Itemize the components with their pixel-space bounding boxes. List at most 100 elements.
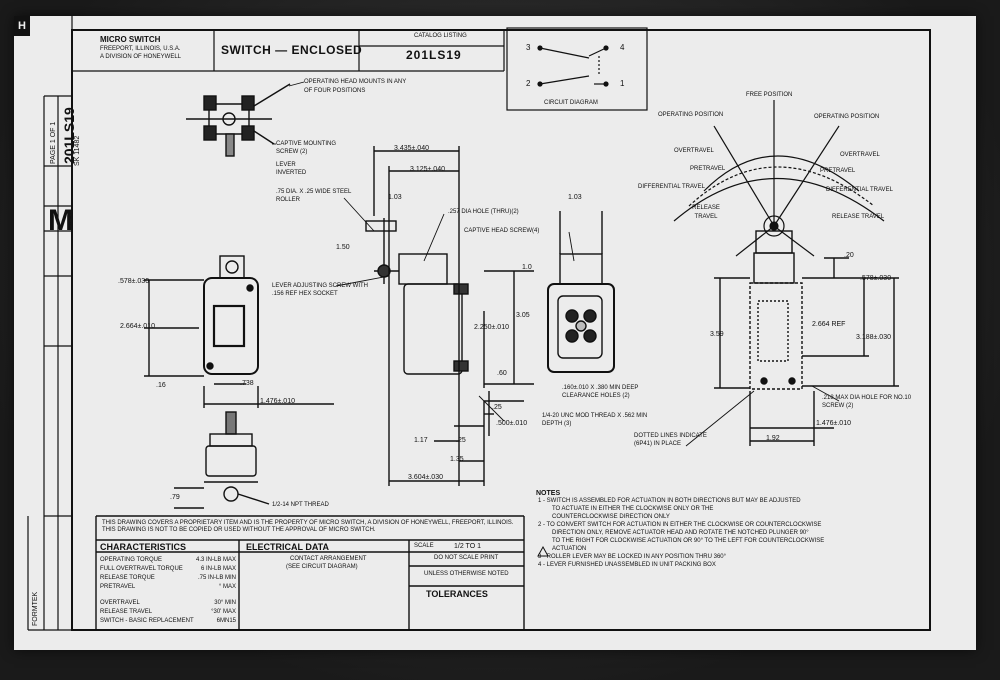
row-label: OVERTRAVEL — [100, 600, 140, 606]
characteristics-row: RELEASE TORQUE .75 IN-LB MIN — [100, 575, 236, 581]
company-division: A DIVISION OF HONEYWELL — [100, 54, 182, 60]
dim-103b: 1.03 — [568, 194, 582, 201]
callout-clearance-holes: .160±.010 X .380 MIN DEEP CLEARANCE HOLE… — [562, 385, 639, 399]
row-label: RELEASE TORQUE — [100, 575, 155, 581]
dim-117: 1.17 — [414, 437, 428, 444]
row-value: 6MN15 — [216, 618, 236, 624]
drawing-title: SWITCH — ENCLOSED — [221, 43, 363, 57]
catalog-number: 201LS19 — [406, 48, 462, 62]
dim-578b: .578±.030 — [860, 275, 892, 282]
row-label: PRETRAVEL — [100, 584, 136, 590]
formtek-label: FORMTEK — [32, 591, 39, 626]
dim-25b: .25 — [456, 437, 466, 444]
note-line: TO THE RIGHT FOR CLOCKWISE ACTUATION OR … — [552, 538, 825, 544]
tolerances-heading: TOLERANCES — [426, 589, 488, 599]
label-differential-left: DIFFERENTIAL TRAVEL — [638, 184, 705, 190]
scale-value: 1/2 TO 1 — [454, 543, 481, 550]
note-line: DIRECTION ONLY, REMOVE ACTUATOR HEAD AND… — [552, 530, 809, 536]
dim-3435: 3.435±.040 — [394, 145, 429, 152]
label-free-position: FREE POSITION — [746, 92, 793, 98]
dim-578a: .578±.030 — [118, 278, 150, 285]
callout-dotted-lines: DOTTED LINES INDICATE (6P41) IN PLACE — [634, 433, 707, 447]
row-value: 30° MIN — [214, 600, 236, 606]
dim-359: 3.59 — [710, 331, 724, 338]
dim-500: .500±.010 — [496, 420, 528, 427]
label-differential-right: DIFFERENTIAL TRAVEL — [826, 187, 893, 193]
characteristics-row: OVERTRAVEL 30° MIN — [100, 600, 236, 606]
note-line: ACTUATION — [552, 546, 587, 552]
dim-1476b: 1.476±.010 — [816, 420, 851, 427]
company-name: MICRO SWITCH — [100, 35, 161, 44]
dim-305: 3.05 — [516, 312, 530, 319]
scale-note: DO NOT SCALE PRINT — [434, 555, 499, 561]
dim-20: .20 — [844, 252, 854, 259]
note-line: 2 - TO CONVERT SWITCH FOR ACTUATION IN E… — [538, 522, 822, 528]
characteristics-row: RELEASE TRAVEL °30' MAX — [100, 609, 236, 615]
dim-2664ref: 2.664 REF — [812, 321, 846, 328]
row-label: FULL OVERTRAVEL TORQUE — [100, 566, 183, 572]
callout-lever-adjusting: LEVER ADJUSTING SCREW WITH .156 REF HEX … — [272, 283, 369, 297]
note-line: 1 - SWITCH IS ASSEMBLED FOR ACTUATION IN… — [538, 498, 801, 504]
catalog-label: CATALOG LISTING — [414, 33, 467, 39]
callout-roller: .75 DIA. X .25 WIDE STEEL ROLLER — [276, 189, 352, 203]
row-value: 4.3 IN-LB MAX — [195, 557, 236, 563]
dim-103a: 1.03 — [388, 194, 402, 201]
row-label: SWITCH - BASIC REPLACEMENT — [100, 618, 194, 624]
circuit-diagram-label: CIRCUIT DIAGRAM — [544, 100, 598, 106]
callout-captive-head: CAPTIVE HEAD SCREW(4) — [464, 228, 540, 234]
note-line: 3 - ROLLER LEVER MAY BE LOCKED IN ANY PO… — [538, 554, 727, 560]
electrical-see-circuit: (SEE CIRCUIT DIAGRAM) — [286, 564, 358, 570]
size-letter: M — [48, 204, 73, 237]
notes-list: 1 - SWITCH IS ASSEMBLED FOR ACTUATION IN… — [538, 498, 926, 570]
terminal-4: 4 — [620, 43, 625, 52]
terminal-1: 1 — [620, 79, 625, 88]
callout-npt-thread: 1/2-14 NPT THREAD — [272, 502, 329, 508]
drawing-sheet: H MICRO SWITCH FREEPORT, ILLINOIS, U.S.A… — [14, 16, 976, 650]
characteristics-table: OPERATING TORQUE 4.3 IN-LB MAX FULL OVER… — [100, 557, 236, 627]
dim-1476a: 1.476±.010 — [260, 398, 295, 405]
dim-3188: 3.188±.030 — [856, 334, 891, 341]
row-label: OPERATING TORQUE — [100, 557, 163, 563]
callout-hole-thru: .257 DIA HOLE (THRU)(2) — [448, 209, 519, 215]
dim-150: 1.50 — [336, 244, 350, 251]
characteristics-row: SWITCH - BASIC REPLACEMENT 6MN15 — [100, 618, 236, 624]
row-label: RELEASE TRAVEL — [100, 609, 153, 615]
dim-60: .60 — [497, 370, 507, 377]
honeywell-logo: H — [14, 16, 30, 36]
note-line: TO ACTUATE IN EITHER THE CLOCKWISE ONLY … — [552, 506, 714, 512]
row-value: 6 IN-LB MAX — [200, 566, 236, 572]
note-line: 4 - LEVER FURNISHED UNASSEMBLED IN UNIT … — [538, 562, 716, 568]
characteristics-row: PRETRAVEL ° MAX — [100, 584, 236, 590]
label-operating-right: OPERATING POSITION — [814, 114, 880, 120]
side-drawing-no: SK 11482 — [74, 135, 81, 166]
label-overtravel-right: OVERTRAVEL — [840, 152, 880, 158]
callout-lever-inverted: LEVER INVERTED — [276, 162, 307, 176]
label-operating-left: OPERATING POSITION — [658, 112, 724, 118]
dim-2250: 2.250±.010 — [474, 324, 509, 331]
side-page: PAGE 1 OF 1 — [50, 121, 57, 164]
dim-3604: 3.604±.030 — [408, 474, 443, 481]
characteristics-heading: CHARACTERISTICS — [100, 542, 187, 552]
dim-135: 1.35 — [450, 456, 464, 463]
drawing-linework — [27, 16, 931, 631]
proprietary-statement: THIS DRAWING COVERS A PROPRIETARY ITEM A… — [102, 520, 514, 533]
label-release-left: RELEASE TRAVEL — [692, 205, 720, 220]
dim-79: .79 — [170, 494, 180, 501]
electrical-contact: CONTACT ARRANGEMENT — [290, 556, 367, 562]
callout-head-mounts: OPERATING HEAD MOUNTS IN ANY OF FOUR POS… — [304, 79, 407, 94]
company-address: FREEPORT, ILLINOIS, U.S.A. — [100, 46, 181, 52]
dim-3125: 3.125±.040 — [410, 166, 445, 173]
characteristics-row: FULL OVERTRAVEL TORQUE 6 IN-LB MAX — [100, 566, 236, 572]
callout-max-dia-hole: .218 MAX DIA HOLE FOR NO.10 SCREW (2) — [822, 395, 912, 409]
scale-label: SCALE — [414, 543, 434, 549]
dim-2664: 2.664±.010 — [120, 323, 155, 330]
callout-captive-screw: CAPTIVE MOUNTING SCREW (2) — [276, 141, 337, 155]
label-pretravel-left: PRETRAVEL — [690, 166, 726, 172]
row-value: ° MAX — [218, 584, 236, 590]
terminal-3: 3 — [526, 43, 531, 52]
dim-738: .738 — [240, 380, 254, 387]
dim-25a: .25 — [492, 404, 502, 411]
dim-16: .16 — [156, 382, 166, 389]
label-release-right: RELEASE TRAVEL — [832, 214, 885, 220]
electrical-heading: ELECTRICAL DATA — [246, 542, 329, 552]
